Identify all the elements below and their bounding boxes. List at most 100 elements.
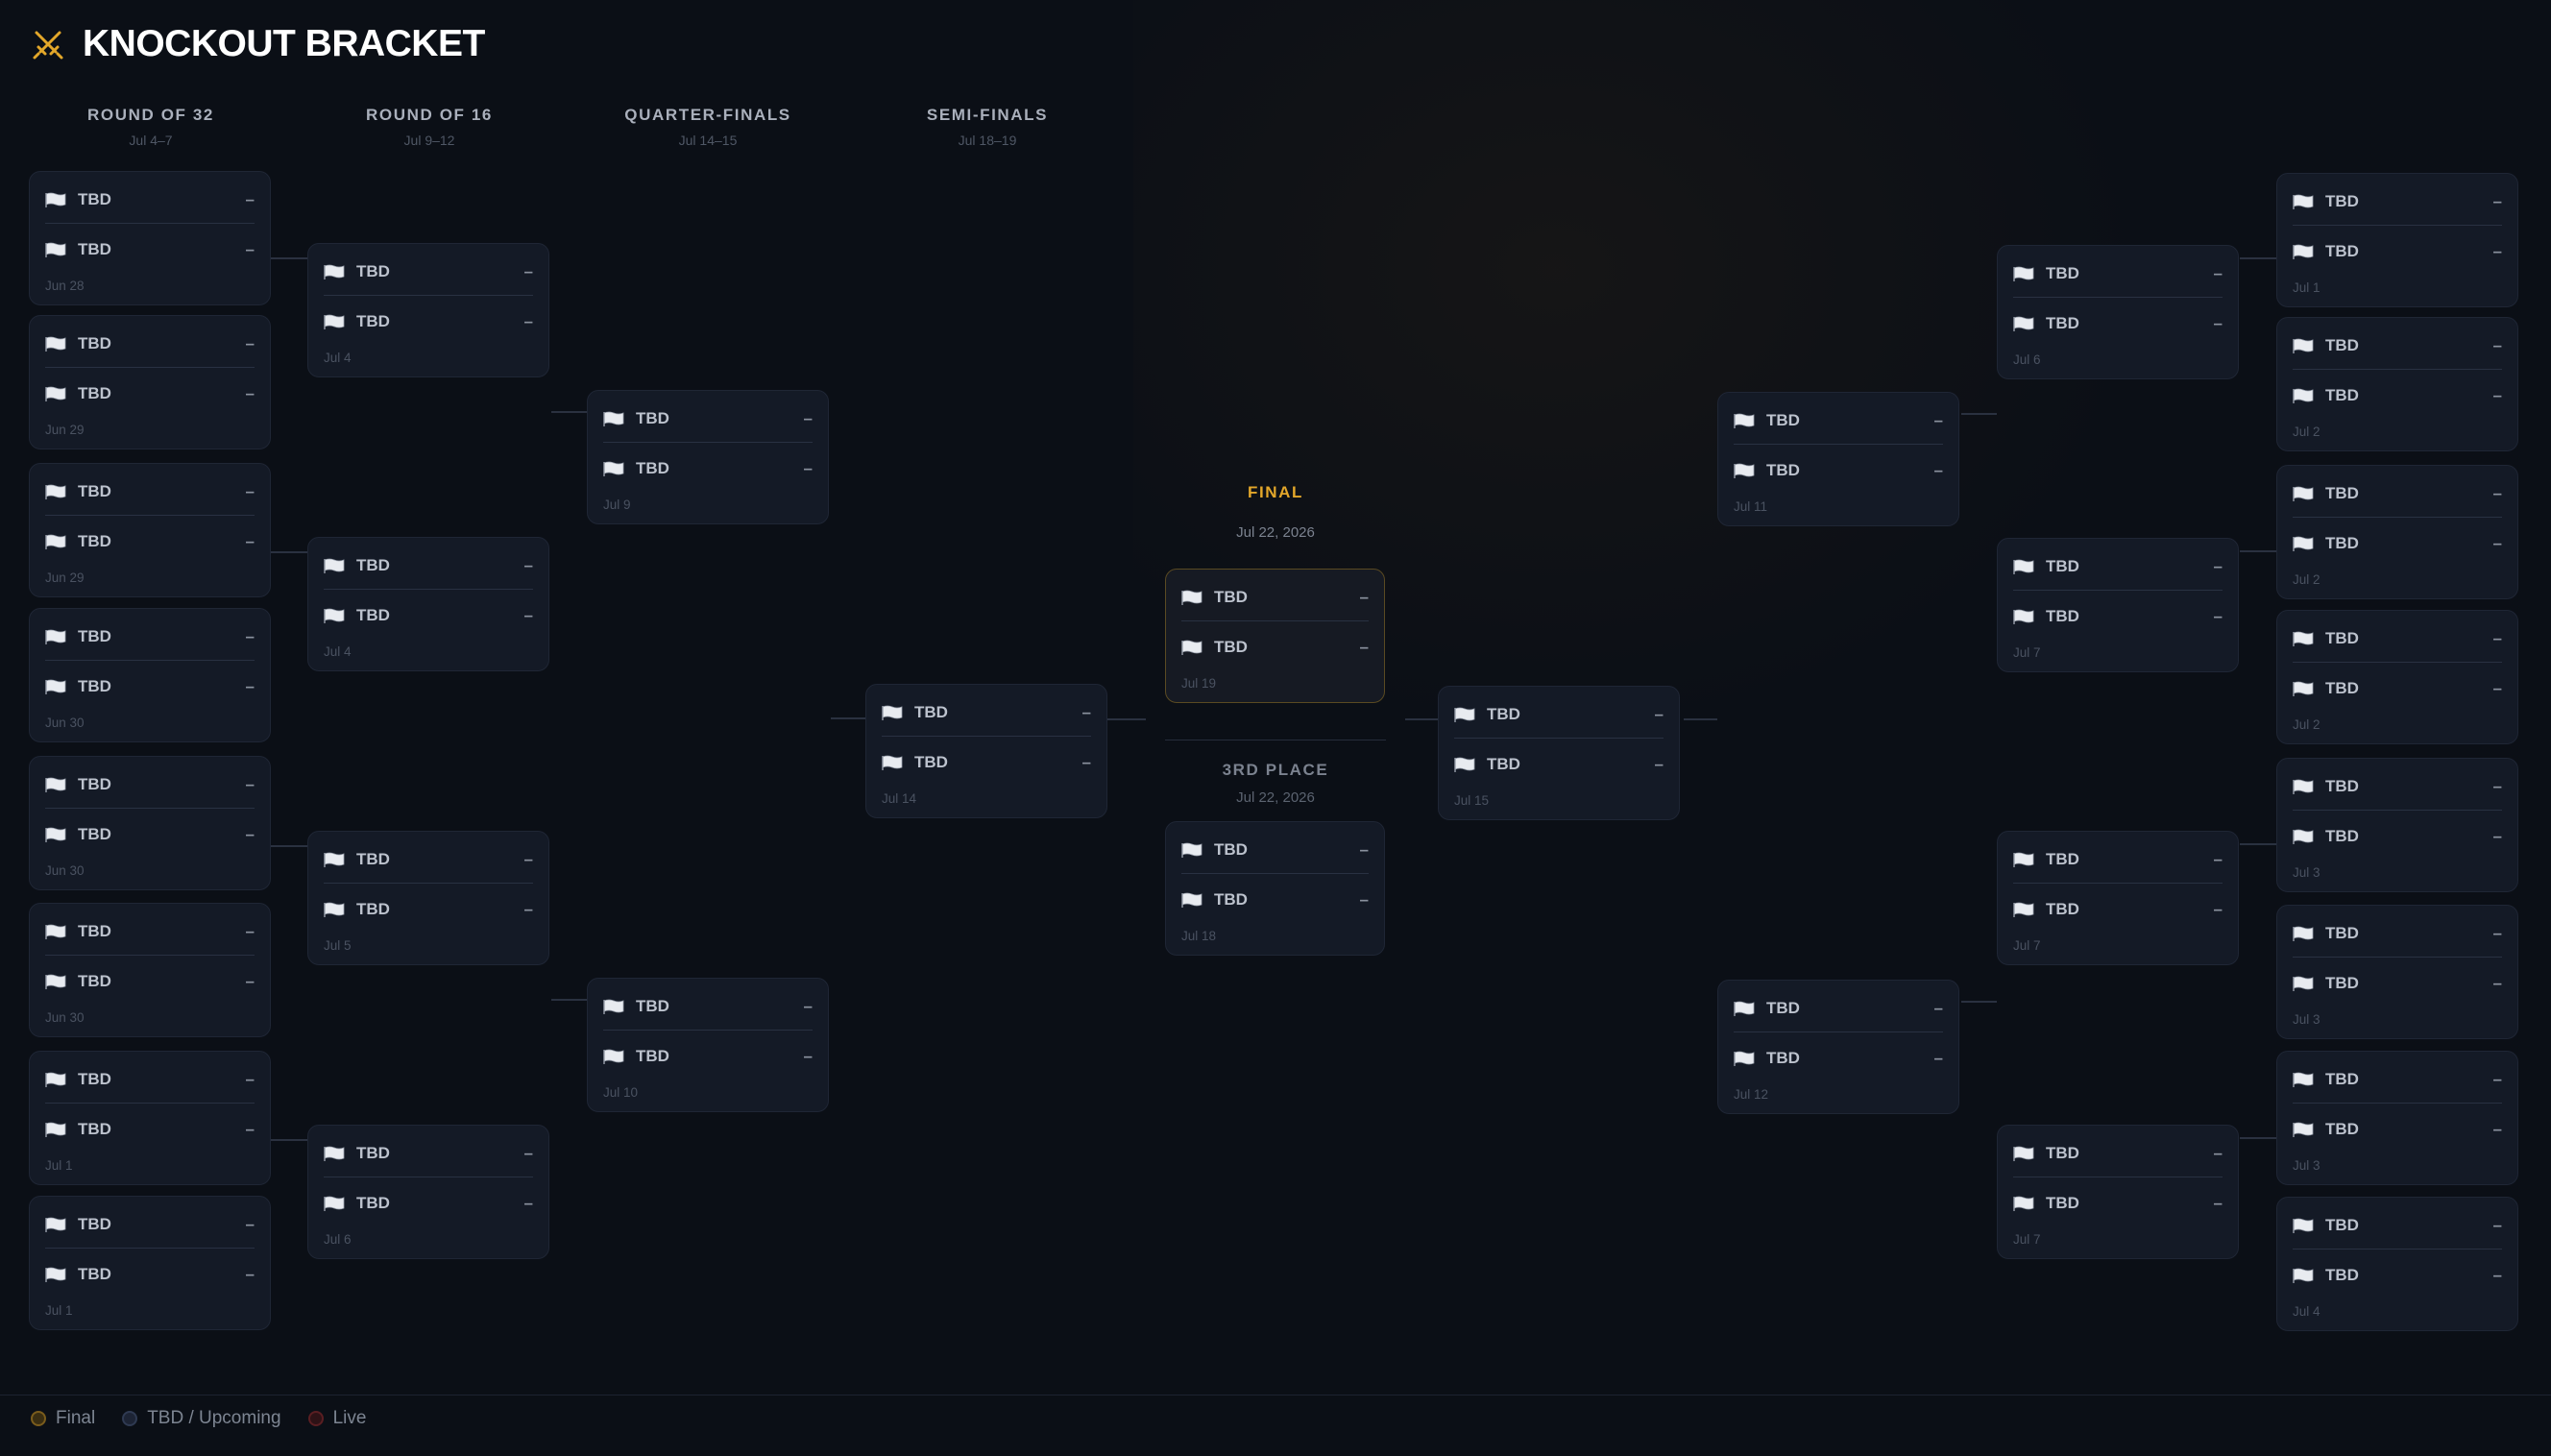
team-row-home[interactable]: TBD– bbox=[1181, 834, 1369, 866]
team-row-away[interactable]: TBD– bbox=[2293, 379, 2502, 412]
match-card-right-r32[interactable]: TBD–TBD–Jul 2 bbox=[2276, 465, 2518, 599]
team-row-home[interactable]: TBD– bbox=[324, 255, 533, 288]
match-card-left-r32[interactable]: TBD–TBD–Jun 28 bbox=[29, 171, 271, 305]
match-card-right-qf[interactable]: TBD–TBD–Jul 12 bbox=[1717, 980, 1959, 1114]
match-card-left-qf[interactable]: TBD–TBD–Jul 9 bbox=[587, 390, 829, 524]
match-card-left-r32[interactable]: TBD–TBD–Jul 1 bbox=[29, 1196, 271, 1330]
team-row-away[interactable]: TBD– bbox=[45, 1113, 255, 1146]
team-row-home[interactable]: TBD– bbox=[1454, 698, 1664, 731]
team-row-away[interactable]: TBD– bbox=[45, 233, 255, 266]
team-row-home[interactable]: TBD– bbox=[2293, 329, 2502, 362]
match-card-left-r16[interactable]: TBD–TBD–Jul 4 bbox=[307, 537, 549, 671]
match-date: Jul 11 bbox=[1734, 499, 1768, 514]
team-score: – bbox=[2492, 924, 2502, 942]
team-row-away[interactable]: TBD– bbox=[2013, 600, 2223, 633]
team-row-away[interactable]: TBD– bbox=[2293, 1113, 2502, 1146]
team-row-away[interactable]: TBD– bbox=[1734, 1042, 1943, 1075]
match-card-right-r32[interactable]: TBD–TBD–Jul 4 bbox=[2276, 1197, 2518, 1331]
team-row-home[interactable]: TBD– bbox=[2293, 917, 2502, 950]
team-row-away[interactable]: TBD– bbox=[45, 670, 255, 703]
team-row-home[interactable]: TBD– bbox=[45, 1208, 255, 1241]
flag-icon bbox=[324, 314, 345, 329]
match-card-left-qf[interactable]: TBD–TBD–Jul 10 bbox=[587, 978, 829, 1112]
team-row-home[interactable]: TBD– bbox=[1181, 581, 1369, 614]
team-row-away[interactable]: TBD– bbox=[1181, 631, 1369, 664]
team-row-away[interactable]: TBD– bbox=[603, 1040, 813, 1073]
team-row-away[interactable]: TBD– bbox=[1734, 454, 1943, 487]
team-row-home[interactable]: TBD– bbox=[45, 1063, 255, 1096]
team-row-away[interactable]: TBD– bbox=[2293, 527, 2502, 560]
team-score: – bbox=[523, 850, 533, 868]
team-row-home[interactable]: TBD– bbox=[45, 915, 255, 948]
team-row-home[interactable]: TBD– bbox=[2013, 257, 2223, 290]
match-card-right-r32[interactable]: TBD–TBD–Jul 2 bbox=[2276, 317, 2518, 451]
team-row-away[interactable]: TBD– bbox=[882, 746, 1091, 779]
match-card-left-r32[interactable]: TBD–TBD–Jun 30 bbox=[29, 903, 271, 1037]
team-row-away[interactable]: TBD– bbox=[324, 893, 533, 926]
match-card-left-sf[interactable]: TBD–TBD–Jul 14 bbox=[865, 684, 1107, 818]
team-row-home[interactable]: TBD– bbox=[2293, 622, 2502, 655]
team-row-home[interactable]: TBD– bbox=[603, 402, 813, 435]
team-row-home[interactable]: TBD– bbox=[2293, 1063, 2502, 1096]
team-row-home[interactable]: TBD– bbox=[882, 696, 1091, 729]
match-card-left-r16[interactable]: TBD–TBD–Jul 4 bbox=[307, 243, 549, 377]
team-row-away[interactable]: TBD– bbox=[1454, 748, 1664, 781]
match-card-left-r32[interactable]: TBD–TBD–Jul 1 bbox=[29, 1051, 271, 1185]
team-row-home[interactable]: TBD– bbox=[603, 990, 813, 1023]
team-row-home[interactable]: TBD– bbox=[45, 183, 255, 216]
team-row-home[interactable]: TBD– bbox=[324, 1137, 533, 1170]
team-row-away[interactable]: TBD– bbox=[45, 525, 255, 558]
match-card-right-r16[interactable]: TBD–TBD–Jul 7 bbox=[1997, 1125, 2239, 1259]
team-row-home[interactable]: TBD– bbox=[324, 843, 533, 876]
match-card-right-sf[interactable]: TBD–TBD–Jul 15 bbox=[1438, 686, 1680, 820]
team-row-away[interactable]: TBD– bbox=[603, 452, 813, 485]
team-row-away[interactable]: TBD– bbox=[2293, 820, 2502, 853]
team-row-home[interactable]: TBD– bbox=[2293, 477, 2502, 510]
team-row-home[interactable]: TBD– bbox=[45, 475, 255, 508]
team-row-home[interactable]: TBD– bbox=[1734, 404, 1943, 437]
team-row-home[interactable]: TBD– bbox=[324, 549, 533, 582]
match-card-left-r16[interactable]: TBD–TBD–Jul 6 bbox=[307, 1125, 549, 1259]
team-row-away[interactable]: TBD– bbox=[2013, 893, 2223, 926]
team-row-home[interactable]: TBD– bbox=[1734, 992, 1943, 1025]
match-card-final[interactable]: TBD–TBD–Jul 19 bbox=[1165, 569, 1385, 703]
team-row-away[interactable]: TBD– bbox=[2293, 1259, 2502, 1292]
team-row-away[interactable]: TBD– bbox=[2013, 1187, 2223, 1220]
team-row-home[interactable]: TBD– bbox=[2013, 550, 2223, 583]
team-row-away[interactable]: TBD– bbox=[2013, 307, 2223, 340]
match-card-right-r32[interactable]: TBD–TBD–Jul 2 bbox=[2276, 610, 2518, 744]
match-card-right-r32[interactable]: TBD–TBD–Jul 3 bbox=[2276, 758, 2518, 892]
match-card-right-qf[interactable]: TBD– TBD– Jul 11 bbox=[1717, 392, 1959, 526]
team-row-away[interactable]: TBD– bbox=[45, 377, 255, 410]
match-card-left-r16[interactable]: TBD–TBD–Jul 5 bbox=[307, 831, 549, 965]
team-row-home[interactable]: TBD– bbox=[2293, 1209, 2502, 1242]
team-row-away[interactable]: TBD– bbox=[324, 1187, 533, 1220]
team-row-away[interactable]: TBD– bbox=[45, 1258, 255, 1291]
team-row-home[interactable]: TBD– bbox=[2013, 843, 2223, 876]
team-row-home[interactable]: TBD– bbox=[45, 620, 255, 653]
team-row-home[interactable]: TBD– bbox=[2013, 1137, 2223, 1170]
match-card-right-r32[interactable]: TBD–TBD–Jul 1 bbox=[2276, 173, 2518, 307]
team-row-home[interactable]: TBD– bbox=[45, 328, 255, 360]
match-card-right-r32[interactable]: TBD–TBD–Jul 3 bbox=[2276, 1051, 2518, 1185]
team-row-away[interactable]: TBD– bbox=[45, 818, 255, 851]
team-row-away[interactable]: TBD– bbox=[324, 599, 533, 632]
match-card-left-r32[interactable]: TBD–TBD–Jun 30 bbox=[29, 608, 271, 742]
match-card-right-r16[interactable]: TBD–TBD–Jul 6 bbox=[1997, 245, 2239, 379]
team-row-away[interactable]: TBD– bbox=[2293, 235, 2502, 268]
team-row-home[interactable]: TBD– bbox=[2293, 185, 2502, 218]
match-card-right-r16[interactable]: TBD–TBD–Jul 7 bbox=[1997, 831, 2239, 965]
match-card-right-r32[interactable]: TBD–TBD–Jul 3 bbox=[2276, 905, 2518, 1039]
match-card-right-r16[interactable]: TBD–TBD–Jul 7 bbox=[1997, 538, 2239, 672]
team-row-away[interactable]: TBD– bbox=[2293, 672, 2502, 705]
team-row-away[interactable]: TBD– bbox=[324, 305, 533, 338]
team-row-away[interactable]: TBD– bbox=[2293, 967, 2502, 1000]
match-card-left-r32[interactable]: TBD–TBD–Jun 29 bbox=[29, 315, 271, 449]
team-row-home[interactable]: TBD– bbox=[45, 768, 255, 801]
team-row-away[interactable]: TBD– bbox=[1181, 884, 1369, 916]
team-row-home[interactable]: TBD– bbox=[2293, 770, 2502, 803]
match-card-left-r32[interactable]: TBD–TBD–Jun 29 bbox=[29, 463, 271, 597]
match-card-left-r32[interactable]: TBD–TBD–Jun 30 bbox=[29, 756, 271, 890]
match-card-third-place[interactable]: TBD–TBD–Jul 18 bbox=[1165, 821, 1385, 956]
team-row-away[interactable]: TBD– bbox=[45, 965, 255, 998]
